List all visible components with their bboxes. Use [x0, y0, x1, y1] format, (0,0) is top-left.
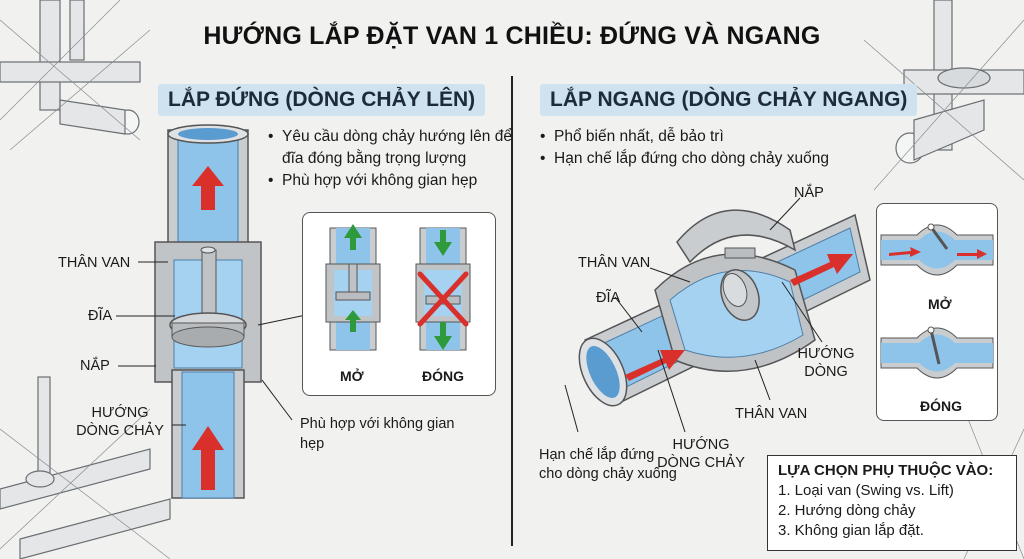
horizontal-label-body-left: THÂN VAN — [578, 255, 651, 271]
horizontal-inset-closed-label: ĐÓNG — [920, 398, 962, 414]
vertical-label-cap: NẮP — [80, 358, 110, 374]
selection-criteria-box: LỰA CHỌN PHỤ THUỘC VÀO: 1. Loại van (Swi… — [767, 455, 1017, 551]
horizontal-label-flow-right: HƯỚNG DÒNG — [797, 346, 855, 380]
horizontal-valve-illustration — [578, 209, 871, 407]
selection-criteria-list: 1. Loại van (Swing vs. Lift) 2. Hướng dò… — [778, 481, 1006, 541]
selection-criteria-item: 1. Loại van (Swing vs. Lift) — [778, 482, 954, 499]
horizontal-label-cap: NẮP — [794, 185, 824, 201]
selection-criteria-item: 3. Không gian lắp đặt. — [778, 522, 924, 539]
horizontal-heading: LẮP NGANG (DÒNG CHẢY NGANG) — [540, 84, 918, 116]
decorative-pipes-bottom-left — [0, 376, 171, 559]
decorative-pipes-top-left — [0, 0, 151, 151]
vertical-label-fit: Phù hợp với không gian hẹp — [300, 416, 455, 452]
horizontal-bullet-2: Hạn chế lắp đứng cho dòng chảy xuống — [540, 148, 880, 170]
page-title: HƯỚNG LẮP ĐẶT VAN 1 CHIỀU: ĐỨNG VÀ NGANG — [203, 22, 821, 50]
vertical-leader-lines — [116, 261, 307, 426]
vertical-label-body: THÂN VAN — [58, 255, 131, 271]
vertical-valve-illustration — [154, 124, 262, 499]
horizontal-bullet-1: Phổ biến nhất, dễ bảo trì — [540, 126, 880, 148]
selection-criteria-item: 2. Hướng dòng chảy — [778, 502, 916, 519]
horizontal-leader-lines — [564, 197, 823, 433]
selection-criteria-title: LỰA CHỌN PHỤ THUỘC VÀO: — [778, 462, 994, 479]
horizontal-label-body-bottom: THÂN VAN — [735, 406, 808, 422]
vertical-inset-closed — [415, 227, 471, 351]
horizontal-label-disc: ĐĨA — [596, 290, 621, 306]
vertical-heading: LẮP ĐỨNG (DÒNG CHẢY LÊN) — [158, 84, 486, 116]
vertical-inset-closed-label: ĐÓNG — [422, 368, 464, 384]
horizontal-label-restrict: Hạn chế lắp đứng cho dòng chảy xuống — [539, 447, 677, 482]
horizontal-label-flow-bottom: HƯỚNG DÒNG CHẢY — [657, 437, 745, 471]
vertical-bullets: Yêu cầu dòng chảy hướng lên để đĩa đóng … — [268, 126, 518, 192]
vertical-label-flow: HƯỚNG DÒNG CHẢY — [76, 405, 164, 439]
horizontal-inset-open — [880, 223, 994, 276]
vertical-bullet-1: Yêu cầu dòng chảy hướng lên để đĩa đóng … — [268, 126, 518, 170]
decorative-pipes-top-right — [863, 0, 1024, 191]
vertical-inset-open — [325, 224, 381, 351]
vertical-inset-open-label: MỞ — [340, 368, 364, 384]
horizontal-inset-closed — [880, 326, 994, 379]
horizontal-inset-open-label: MỞ — [928, 296, 952, 312]
section-divider — [511, 76, 513, 546]
vertical-bullet-2: Phù hợp với không gian hẹp — [268, 170, 518, 192]
horizontal-bullets: Phổ biến nhất, dễ bảo trì Hạn chế lắp đứ… — [540, 126, 880, 170]
vertical-label-disc: ĐĨA — [88, 308, 113, 324]
